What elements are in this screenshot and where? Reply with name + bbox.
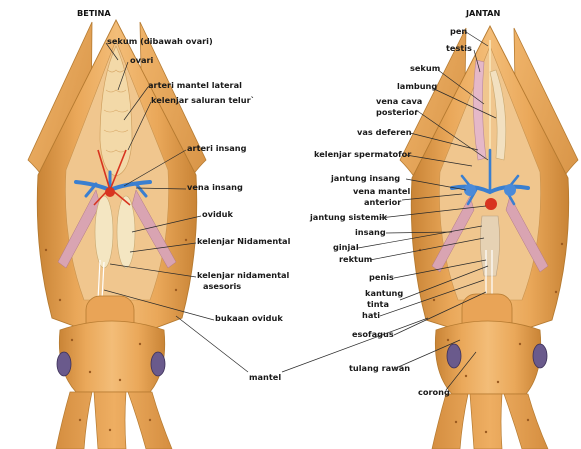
label-vena-cava-line2: posterior — [376, 107, 419, 117]
label-accessory-nidamental-gland: kelenjar nidamental — [197, 270, 290, 280]
label-anterior-mantle-vein: vena mantel — [353, 186, 410, 196]
label-pen: pen — [450, 26, 467, 36]
label-spermatophoric-gland: kelenjar spermatofor — [314, 149, 412, 159]
label-branchial-vein: vena insang — [187, 182, 243, 192]
label-vas-deferens: vas deferen — [357, 127, 412, 137]
female-title: BETINA — [77, 8, 111, 18]
female-eye-right — [151, 352, 165, 376]
label-oviduct-gland: kelenjar saluran telur` — [151, 95, 255, 105]
male-title: JANTAN — [465, 8, 501, 18]
label-funnel: corong — [418, 387, 450, 397]
label-ink-sac: kantung — [365, 288, 403, 298]
label-cecum: sekum — [410, 63, 440, 73]
label-rectum: rektum — [339, 254, 372, 264]
label-accessory-nidamental-gland-line2: asesoris — [203, 281, 241, 291]
label-lateral-mantle-artery: arteri mantel lateral — [148, 80, 242, 90]
label-oviduct-opening: bukaan oviduk — [215, 313, 283, 323]
label-stomach: lambung — [397, 81, 437, 91]
female-eye-left — [57, 352, 71, 376]
male-kidney-rectum — [480, 216, 499, 276]
label-penis: penis — [369, 272, 394, 282]
label-nidamental-gland: kelenjar Nidamental — [197, 236, 291, 246]
label-ink-sac-line2: tinta — [367, 299, 389, 309]
label-esophagus: esofagus — [352, 329, 394, 339]
label-mantle: mantel — [249, 372, 281, 382]
label-gill: insang — [355, 227, 386, 237]
female-nidamental-gland-left — [95, 196, 113, 268]
male-systemic-heart — [485, 198, 497, 210]
label-branchial-artery: arteri insang — [187, 143, 247, 153]
male-eye-right — [533, 344, 547, 368]
label-cecum-under-ovary: sekum (dibawah ovari) — [107, 36, 213, 46]
label-cartilage: tulang rawan — [349, 363, 410, 373]
male-eye-left — [447, 344, 461, 368]
label-oviduct: oviduk — [202, 209, 233, 219]
label-testis: testis — [446, 43, 472, 53]
label-kidney: ginjal — [333, 242, 359, 252]
label-branchial-heart: jantung insang — [330, 173, 400, 183]
label-ovary: ovari — [130, 55, 154, 65]
male-branchial-heart-right — [504, 184, 516, 196]
label-liver: hati — [362, 310, 380, 320]
female-head — [59, 321, 164, 392]
label-anterior-mantle-vein-line2: anterior — [364, 197, 402, 207]
label-vena-cava: vena cava — [376, 96, 422, 106]
male-arms — [432, 394, 548, 449]
label-systemic-heart: jantung sistemik — [309, 212, 388, 222]
female-heart — [105, 187, 115, 197]
female-arms — [56, 392, 172, 449]
